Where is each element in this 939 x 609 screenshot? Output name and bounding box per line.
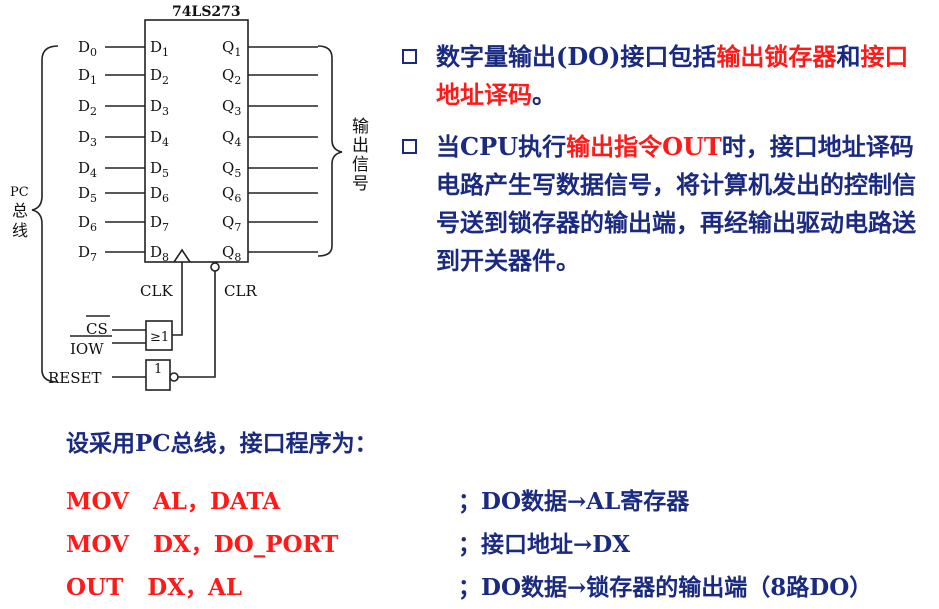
chip-q-pin-label: Q4: [222, 128, 241, 149]
chip-q-pin-label: Q3: [222, 97, 241, 118]
bus-input-label: D0: [78, 38, 97, 59]
code-line: OUT DX，AL ；DO数据→锁存器的输出端（8路DO）: [0, 568, 939, 608]
chip-d-pin-label: D7: [150, 213, 169, 234]
bullet-text: 数字量输出(DO)接口包括输出锁存器和接口地址译码。: [436, 42, 909, 109]
bus-input-label: D6: [78, 213, 97, 234]
bus-label-char: 总: [12, 201, 28, 220]
chip-title: 74LS273: [172, 4, 241, 20]
chip-d-pin-label: D3: [150, 97, 169, 118]
clk-wire: [172, 262, 183, 336]
bus-input-label: D1: [78, 66, 97, 87]
chip-d-pin-label: D1: [150, 38, 169, 59]
clk-triangle: [173, 248, 191, 263]
clr-label: CLR: [224, 282, 257, 300]
chip-q-pin-label: Q1: [222, 38, 241, 59]
bullet-list: 数字量输出(DO)接口包括输出锁存器和接口地址译码。 当CPU执行输出指令OUT…: [402, 38, 932, 294]
bus-input-label: D3: [78, 128, 97, 149]
square-bullet-icon: [402, 139, 417, 154]
bus-input-label: D5: [78, 184, 97, 205]
code-instruction: OUT DX，AL: [66, 574, 243, 601]
not-bubble: [169, 372, 179, 382]
output-label-char: 输: [352, 117, 369, 137]
bullet-text: 当CPU执行输出指令OUT时，接口地址译码电路产生写数据信号，将计算机发出的控制…: [436, 132, 916, 275]
clr-bubble: [210, 262, 220, 272]
iow-label: IOW: [70, 340, 104, 358]
chip-q-pin-label: Q8: [222, 243, 241, 264]
bus-brace: [31, 45, 59, 383]
bullet-item: 当CPU执行输出指令OUT时，接口地址译码电路产生写数据信号，将计算机发出的控制…: [402, 128, 932, 280]
bus-label-char: 线: [12, 221, 28, 240]
bullet-item: 数字量输出(DO)接口包括输出锁存器和接口地址译码。: [402, 38, 932, 114]
code-line: MOV DX，DO_PORT ；接口地址→DX: [0, 525, 939, 565]
clr-wire: [178, 271, 216, 378]
cs-label: CS: [86, 320, 108, 338]
code-comment: ；DO数据→AL寄存器: [458, 488, 690, 515]
chip-d-pin-label: D2: [150, 66, 169, 87]
chip-body: [144, 19, 249, 263]
code-line: MOV AL，DATA ；DO数据→AL寄存器: [0, 482, 939, 522]
not-gate-symbol: 1: [154, 362, 162, 377]
chip-q-pin-label: Q6: [222, 184, 241, 205]
code-instruction: MOV DX，DO_PORT: [66, 531, 339, 558]
code-instruction: MOV AL，DATA: [66, 488, 281, 515]
code-comment: ；接口地址→DX: [458, 531, 631, 558]
or-gate-symbol: ≥1: [150, 330, 169, 345]
bus-input-label: D4: [78, 159, 97, 180]
chip-d-pin-label: D8: [150, 243, 169, 264]
output-label-char: 信: [352, 155, 369, 175]
chip-q-pin-label: Q7: [222, 213, 241, 234]
bus-label-part: PC: [10, 185, 29, 200]
chip-q-pin-label: Q5: [222, 159, 241, 180]
output-label-char: 号: [352, 174, 369, 194]
chip-q-pin-label: Q2: [222, 66, 241, 87]
program-intro: 设采用PC总线，接口程序为：: [66, 430, 378, 457]
bus-input-label: D2: [78, 97, 97, 118]
bus-input-label: D7: [78, 243, 97, 264]
clk-label: CLK: [140, 282, 173, 300]
chip-d-pin-label: D4: [150, 128, 169, 149]
chip-d-pin-label: D5: [150, 159, 169, 180]
square-bullet-icon: [402, 49, 417, 64]
code-comment: ；DO数据→锁存器的输出端（8路DO）: [458, 574, 873, 601]
output-label-char: 出: [352, 136, 369, 156]
chip-d-pin-label: D6: [150, 184, 169, 205]
output-brace: [317, 45, 343, 257]
reset-label: RESET: [48, 369, 101, 387]
